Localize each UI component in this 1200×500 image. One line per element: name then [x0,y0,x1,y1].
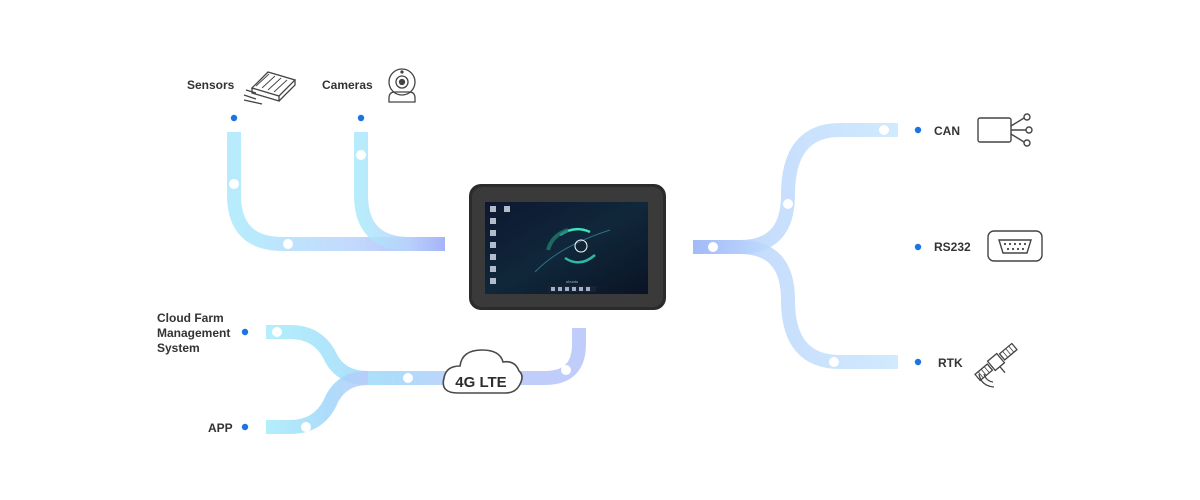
app-label: APP [208,421,233,435]
cloud-line1: Cloud Farm [157,311,224,325]
can-bus-icon [977,113,1033,147]
cloud-dot [241,328,249,336]
endpoint-dots [230,114,922,431]
output-line-nodes [708,125,889,367]
signal-waves [978,373,995,388]
can-line [693,123,898,254]
serial-port-icon [987,230,1043,262]
network-lines [266,325,586,434]
device: ubuntu [469,184,666,310]
output-lines [693,123,898,369]
input-line-nodes [229,150,366,249]
cloud-line2: Management [157,326,230,340]
wallpaper-swirl [534,227,611,273]
satellite-icon [974,342,1018,382]
lte-label: 4G LTE [455,374,506,391]
cloud-farm-label: Cloud Farm Management System [157,311,234,355]
cameras-line [354,132,445,251]
input-lines [227,132,445,251]
rtk-dot [914,358,922,366]
desktop-icons [490,206,510,284]
cameras-label: Cameras [322,78,373,92]
app-line [266,371,369,434]
svg-text:ubuntu: ubuntu [566,279,578,284]
cloud-line3: System [157,341,200,355]
sensors-line [227,132,445,251]
rtk-line [693,240,898,369]
rs232-dot [914,243,922,251]
sensors-dot [230,114,238,122]
rtk-label: RTK [938,356,963,370]
can-dot [914,126,922,134]
rs232-label: RS232 [934,240,971,254]
sensors-label: Sensors [187,78,235,92]
app-dot [241,423,249,431]
sensor-module-icon [243,71,297,105]
can-label: CAN [934,124,960,138]
cameras-dot [357,114,365,122]
cloud-icon [442,349,523,394]
lte-cloud: 4G LTE [442,349,523,394]
webcam-icon [388,68,416,103]
network-line-nodes [272,327,571,432]
